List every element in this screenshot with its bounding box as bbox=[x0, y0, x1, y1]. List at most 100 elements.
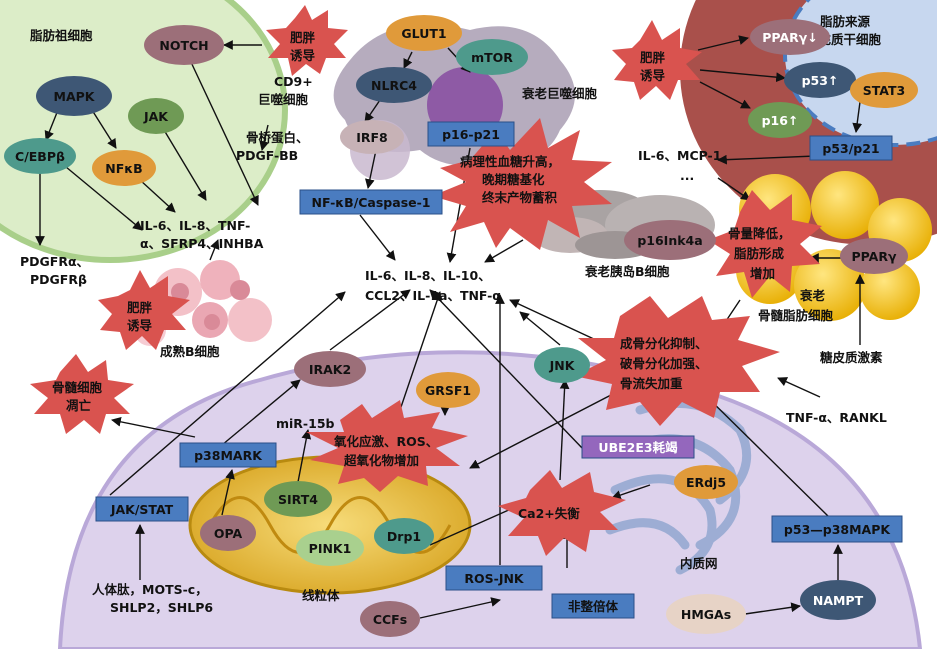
drp1-label: Drp1 bbox=[387, 529, 421, 544]
ube2e3-label: UBE2E3耗竭 bbox=[598, 440, 678, 455]
nlrc4-node: NLRC4 bbox=[356, 67, 432, 103]
burst-bm-apoptosis-2: 凋亡 bbox=[66, 398, 92, 413]
burst-hyperglycemia-2: 晚期糖基化 bbox=[482, 172, 545, 187]
osteopontin-1: 骨桥蛋白、 bbox=[246, 130, 309, 145]
p53-p21-label: p53/p21 bbox=[822, 141, 879, 156]
burst-bone-fat-1: 骨量降低， bbox=[728, 226, 791, 241]
mitochondria-label: 线粒体 bbox=[302, 588, 340, 603]
il6-left-1: IL-6、IL-8、TNF- bbox=[140, 218, 250, 233]
cd9-macrophage-label-1: CD9+ bbox=[274, 74, 313, 89]
p16-up-label: p16↑ bbox=[762, 113, 799, 128]
il6-left-2: α、SFRP4、INHBA bbox=[140, 236, 264, 251]
msc-label-1: 脂肪来源 bbox=[819, 14, 871, 29]
burst-obesity-left bbox=[98, 270, 190, 350]
burst-osteo bbox=[574, 296, 780, 426]
burst-hyperglycemia-3: 终末产物蓄积 bbox=[482, 190, 558, 205]
pink1-node: PINK1 bbox=[296, 530, 364, 566]
jak-node: JAK bbox=[128, 98, 184, 134]
ccfs-node: CCFs bbox=[360, 601, 420, 637]
burst-osteo-2: 破骨分化加强、 bbox=[620, 356, 708, 371]
notch-label: NOTCH bbox=[159, 38, 208, 53]
burst-ca2 bbox=[498, 470, 626, 556]
p16-p21-label: p16-p21 bbox=[442, 127, 500, 142]
burst-obesity-left-2: 诱导 bbox=[127, 318, 153, 333]
burst-osteo-1: 成骨分化抑制、 bbox=[620, 336, 708, 351]
sirt4-node: SIRT4 bbox=[264, 481, 332, 517]
nampt-node: NAMPT bbox=[800, 580, 876, 620]
burst-bm-apoptosis-1: 骨髓细胞 bbox=[52, 380, 103, 395]
burst-obesity-top-2: 诱导 bbox=[290, 48, 316, 63]
burst-obesity-right-1: 肥胖 bbox=[640, 50, 666, 65]
p16ink4a-node: p16Ink4a bbox=[624, 220, 716, 260]
burst-obesity-top bbox=[266, 5, 348, 76]
burst-bone-fat bbox=[708, 190, 822, 298]
pdgfr-2: PDGFRβ bbox=[30, 272, 87, 287]
burst-bone-fat-3: 增加 bbox=[750, 266, 775, 281]
burst-bm-apoptosis bbox=[30, 354, 134, 434]
glut1-label: GLUT1 bbox=[401, 26, 446, 41]
p53p38-box: p53—p38MAPK bbox=[771, 515, 903, 543]
stat3-label: STAT3 bbox=[863, 83, 906, 98]
burst-osteo-3: 骨流失加重 bbox=[620, 376, 683, 391]
bm-adipocyte-label-1: 衰老 bbox=[799, 288, 826, 303]
opa-label: OPA bbox=[214, 526, 243, 541]
center-cytokines-2: CCL2、IL-1a、TNF-α bbox=[365, 288, 501, 303]
pdgfr-1: PDGFRα、 bbox=[20, 254, 89, 269]
mtor-label: mTOR bbox=[471, 50, 513, 65]
burst-obesity-right bbox=[612, 20, 702, 100]
notch-node: NOTCH bbox=[144, 25, 224, 65]
irak2-node: IRAK2 bbox=[294, 351, 366, 387]
irak2-label: IRAK2 bbox=[309, 362, 351, 377]
osteopontin-2: PDGF-BB bbox=[236, 148, 298, 163]
jakstat-label: JAK/STAT bbox=[110, 502, 174, 517]
jakstat-box: JAK/STAT bbox=[95, 496, 189, 522]
grsf1-label: GRSF1 bbox=[425, 383, 471, 398]
humanin-1: 人体肽，MOTS-c， bbox=[92, 582, 208, 597]
mature-b-label: 成熟B细胞 bbox=[160, 344, 220, 359]
glut1-node: GLUT1 bbox=[386, 15, 462, 51]
pparg-down-node: PPARγ↓ bbox=[750, 19, 830, 55]
nlrc4-label: NLRC4 bbox=[371, 78, 417, 93]
cd9-macrophage-label-2: 巨噬细胞 bbox=[258, 92, 309, 107]
p53-up-label: p53↑ bbox=[802, 73, 839, 88]
pparg-label: PPARγ bbox=[852, 249, 897, 264]
humanin-2: SHLP2，SHLP6 bbox=[110, 600, 213, 615]
p53p38-label: p53—p38MAPK bbox=[784, 522, 891, 537]
aneuploidy-box: 非整倍体 bbox=[551, 593, 635, 619]
cebpb-label: C/EBPβ bbox=[15, 149, 65, 164]
glucocorticoid: 糖皮质激素 bbox=[820, 350, 883, 365]
mir15b: miR-15b bbox=[276, 416, 335, 431]
nampt-label: NAMPT bbox=[813, 593, 864, 608]
pparg-down-label: PPARγ↓ bbox=[762, 30, 817, 45]
hmgas-label: HMGAs bbox=[681, 607, 731, 622]
mtor-node: mTOR bbox=[456, 39, 528, 75]
erdj5-label: ERdj5 bbox=[686, 475, 726, 490]
pink1-label: PINK1 bbox=[309, 541, 352, 556]
jak-label: JAK bbox=[143, 109, 169, 124]
er-label: 内质网 bbox=[680, 556, 718, 571]
mapk-label: MAPK bbox=[54, 89, 96, 104]
burst-hyperglycemia bbox=[432, 118, 612, 250]
ellipsis: ... bbox=[680, 168, 694, 183]
nfkb-caspase-box: NF-κB/Caspase-1 bbox=[299, 189, 443, 215]
sirt4-label: SIRT4 bbox=[278, 492, 318, 507]
burst-oxidative bbox=[306, 400, 468, 492]
cebpb-node: C/EBPβ bbox=[4, 138, 76, 174]
nfkb-node: NFκB bbox=[92, 150, 156, 186]
bm-adipocyte-label-2: 骨髓脂肪细胞 bbox=[758, 308, 834, 323]
nfkb-label: NFκB bbox=[105, 161, 142, 176]
aneuploidy-label: 非整倍体 bbox=[568, 599, 619, 614]
burst-oxidative-2: 超氧化物增加 bbox=[343, 453, 419, 468]
il6-mcp1: IL-6、MCP-1 bbox=[638, 148, 721, 163]
burst-obesity-top-1: 肥胖 bbox=[290, 30, 316, 45]
jnk-node: JNK bbox=[534, 347, 590, 383]
p16ink4a-label: p16Ink4a bbox=[637, 233, 702, 248]
drp1-node: Drp1 bbox=[374, 518, 434, 554]
irf8-label: IRF8 bbox=[356, 130, 388, 145]
rosjnk-label: ROS-JNK bbox=[464, 571, 525, 586]
burst-ca2-text: Ca2+失衡 bbox=[518, 506, 580, 521]
opa-node: OPA bbox=[200, 515, 256, 551]
stat3-node: STAT3 bbox=[850, 72, 918, 108]
center-cytokines-1: IL-6、IL-8、IL-10、 bbox=[365, 268, 491, 283]
